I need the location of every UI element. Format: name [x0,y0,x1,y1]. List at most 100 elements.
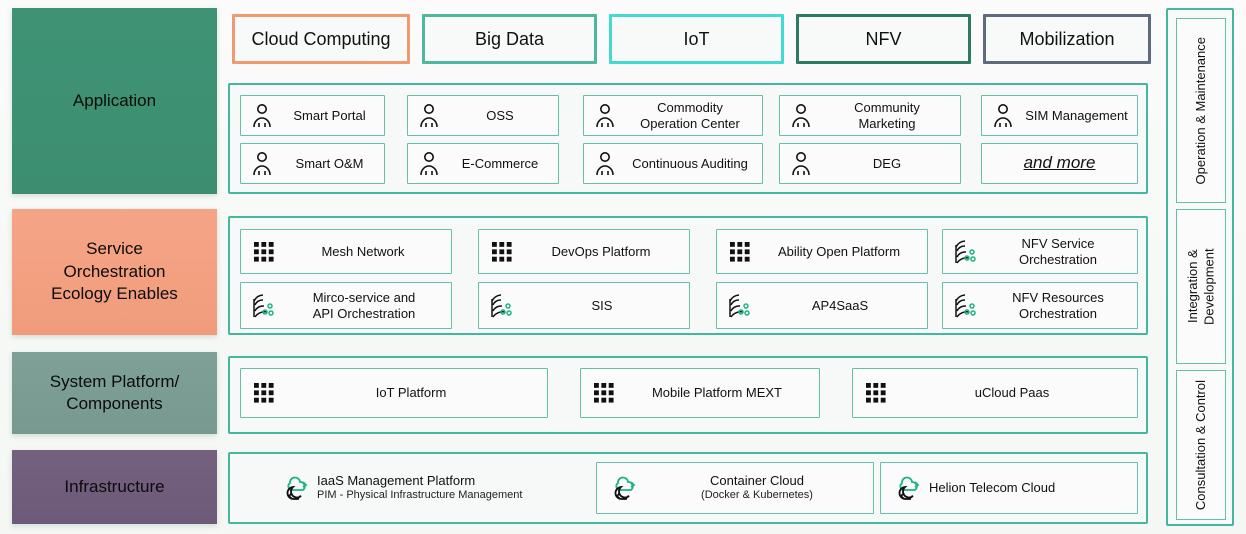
rail-item-consultation-control[interactable]: Consultation & Control [1176,370,1226,520]
system-item-mobile-platform-mext-label: Mobile Platform MEXT [651,385,783,401]
tab-mobilization[interactable]: Mobilization [983,14,1151,64]
grid-dots-icon [863,383,889,403]
system-item-iot-platform[interactable]: IoT Platform [240,368,548,418]
service-item-ap4saas[interactable]: AP4SaaS [716,282,928,329]
lifecycle-rail: Operation & Maintenance Integration & De… [1166,8,1234,526]
service-item-mirco-service-and-api-orchestration-line1: Mirco-service and [312,289,416,305]
app-item-community-marketing-line2: Marketing [858,115,916,131]
grid-dots-icon [591,383,617,403]
service-item-mesh-network[interactable]: Mesh Network [240,229,452,274]
infra-item-container-cloud-line1: Container Cloud [710,473,804,489]
rail-item-operation-maintenance-label: Operation & Maintenance [1192,36,1208,185]
rail-item-operation-maintenance[interactable]: Operation & Maintenance [1176,18,1226,203]
person-icon [990,103,1016,129]
rail-item-integration-development[interactable]: Integration & Development [1176,209,1226,364]
grid-dots-icon [251,383,277,403]
service-item-ability-open-platform[interactable]: Ability Open Platform [716,229,928,274]
cloud-refresh-icon [891,474,925,502]
app-item-community-marketing-line1: Community [854,99,920,115]
infra-item-container-cloud-label: Container Cloud(Docker & Kubernetes) [645,473,873,502]
app-item-continuous-auditing[interactable]: Continuous Auditing [583,143,763,184]
service-item-sis-label: SIS [591,297,613,313]
rail-item-consultation-control-label: Consultation & Control [1192,379,1208,511]
person-icon [592,151,618,177]
orchestration-icon [725,292,755,320]
infra-item-iaas-management-platform-line2: PIM - Physical Infrastructure Management [317,489,523,502]
person-icon [249,151,275,177]
app-item-deg[interactable]: DEG [779,143,961,184]
tab-cloud-computing[interactable]: Cloud Computing [232,14,410,64]
person-icon [416,151,442,177]
layer-label-service-line3: Ecology Enables [51,284,178,304]
service-item-ap4saas-label: AP4SaaS [811,297,869,313]
infra-item-helion-telecom-cloud-label: Helion Telecom Cloud [929,480,1056,496]
orchestration-icon [951,238,981,266]
layer-label-service-line1: Service [86,239,143,259]
layer-label-system-line2: Components [66,394,163,413]
app-item-sim-management[interactable]: SIM Management [981,95,1138,136]
layer-label-system: System Platform/ Components [12,352,217,434]
system-item-ucloud-paas[interactable]: uCloud Paas [852,368,1138,418]
grid-dots-icon [251,241,277,262]
layer-label-system-line1: System Platform/ [49,371,180,391]
person-icon [416,103,442,129]
layer-label-system-text: System Platform/ Components [50,371,179,416]
service-item-nfv-service-orchestration-line1: NFV Service [1021,235,1095,251]
app-item-smart-o-m-label: Smart O&M [295,155,364,171]
orchestration-icon [487,292,517,320]
layer-label-application: Application [12,8,217,194]
service-item-sis[interactable]: SIS [478,282,690,329]
app-item-and-more-label: and more [1023,153,1096,173]
app-item-deg-label: DEG [872,155,902,171]
infra-item-helion-telecom-cloud[interactable]: Helion Telecom Cloud [880,462,1138,514]
app-item-e-commerce-label: E-Commerce [461,155,539,171]
layer-label-infrastructure-text: Infrastructure [64,476,165,496]
service-item-devops-platform[interactable]: DevOps Platform [478,229,690,274]
infra-item-iaas-management-platform-line1: IaaS Management Platform [317,473,476,489]
service-item-nfv-resources-orchestration-line1: NFV Resources [1012,289,1104,305]
layer-label-application-text: Application [72,90,157,110]
app-item-oss[interactable]: OSS [407,95,559,136]
app-item-and-more[interactable]: and more [981,143,1138,184]
app-item-e-commerce[interactable]: E-Commerce [407,143,559,184]
cloud-refresh-icon [607,474,641,502]
orchestration-icon [951,292,981,320]
app-item-smart-portal-label: Smart Portal [293,107,366,123]
tab-big-data[interactable]: Big Data [422,14,597,64]
service-item-ability-open-platform-label: Ability Open Platform [777,243,901,259]
app-item-smart-portal[interactable]: Smart Portal [240,95,385,136]
app-item-continuous-auditing-label: Continuous Auditing [632,155,748,171]
app-item-commodity-operation-center-line1: Commodity [657,99,723,115]
layer-label-service-text: Service Orchestration Ecology Enables [51,238,178,305]
grid-dots-icon [727,241,753,262]
layer-label-infrastructure: Infrastructure [12,450,217,524]
cloud-refresh-icon [279,474,313,502]
grid-dots-icon [489,241,515,262]
service-item-mesh-network-label: Mesh Network [321,243,405,259]
system-item-mobile-platform-mext[interactable]: Mobile Platform MEXT [580,368,820,418]
app-item-smart-o-m[interactable]: Smart O&M [240,143,385,184]
tab-label: Cloud Computing [251,28,391,49]
tab-iot[interactable]: IoT [609,14,784,64]
person-icon [592,103,618,129]
app-item-sim-management-label: SIM Management [1025,107,1128,123]
infra-item-container-cloud[interactable]: Container Cloud(Docker & Kubernetes) [596,462,874,514]
service-item-nfv-resources-orchestration-line2: Orchestration [1018,305,1098,321]
tab-nfv[interactable]: NFV [796,14,971,64]
rail-item-integration-development-label: Integration & Development [1184,248,1216,325]
tab-label: NFV [865,28,902,49]
system-item-ucloud-paas-label: uCloud Paas [974,385,1050,401]
orchestration-icon [249,292,279,320]
service-item-mirco-service-and-api-orchestration-line2: API Orchestration [312,305,416,321]
